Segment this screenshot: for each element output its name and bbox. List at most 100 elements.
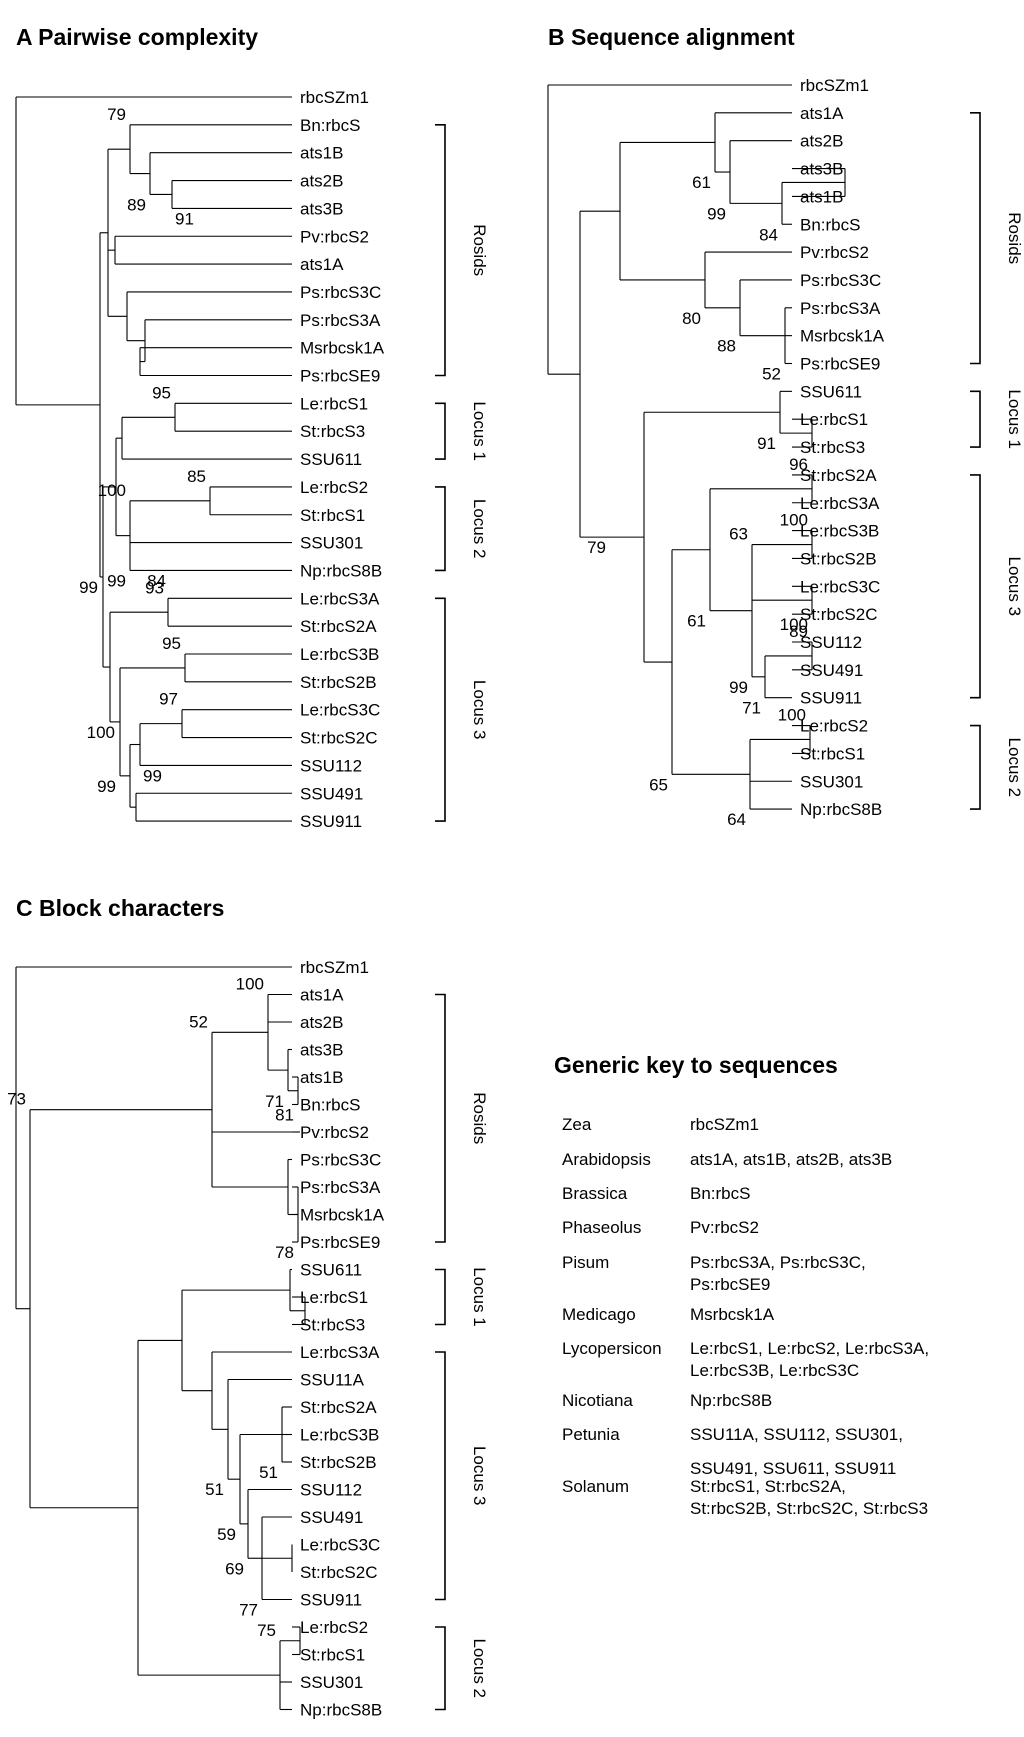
group-label: Locus 2 [470, 1638, 489, 1698]
key-sequences: St:rbcS2B, St:rbcS2C, St:rbcS3 [690, 1499, 928, 1518]
leaf-label: St:rbcS2B [300, 1453, 377, 1472]
panel-b: B Sequence alignment84996152888091961001… [547, 24, 1024, 829]
leaf-label: ats1A [300, 255, 344, 274]
bootstrap-value: 71 [742, 699, 761, 718]
key-genus: Arabidopsis [562, 1150, 651, 1169]
bootstrap-value: 80 [682, 309, 701, 328]
leaf-label: SSU112 [300, 756, 362, 775]
bootstrap-value: 52 [189, 1012, 208, 1031]
key-sequences: Ps:rbcSE9 [690, 1275, 770, 1294]
group-label: Locus 3 [1005, 557, 1024, 617]
leaf-label: ats1B [800, 187, 843, 206]
bootstrap-value: 64 [727, 810, 746, 829]
key-sequences: Np:rbcS8B [690, 1391, 772, 1410]
key-sequences: St:rbcS1, St:rbcS2A, [690, 1477, 846, 1496]
leaf-label: St:rbcS1 [800, 744, 865, 763]
leaf-label: Bn:rbcS [800, 215, 860, 234]
key-genus: Solanum [562, 1477, 629, 1496]
leaf-label: St:rbcS2A [300, 1398, 377, 1417]
key-sequences: Bn:rbcS [690, 1184, 750, 1203]
key-sequences: ats1A, ats1B, ats2B, ats3B [690, 1150, 892, 1169]
bootstrap-value: 77 [239, 1601, 258, 1620]
bootstrap-value: 100 [778, 706, 806, 725]
tree-branches: 8499615288809196100100897163996110064657… [547, 84, 846, 829]
bootstrap-value: 97 [159, 690, 178, 709]
bootstrap-value: 61 [692, 173, 711, 192]
leaf-label: Ps:rbcS3C [300, 283, 381, 302]
bootstrap-value: 99 [97, 777, 116, 796]
group-bracket [435, 1351, 446, 1601]
bootstrap-value: 79 [587, 538, 606, 557]
bootstrap-value: 78 [275, 1243, 294, 1262]
leaf-label: St:rbcS2B [300, 673, 377, 692]
bootstrap-value: 89 [127, 195, 146, 214]
leaf-label: Ps:rbcS3C [800, 271, 881, 290]
bootstrap-value: 75 [257, 1621, 276, 1640]
leaf-label: Msrbcsk1A [800, 327, 885, 346]
leaf-label: ats2B [800, 132, 843, 151]
leaf-label: St:rbcS2C [300, 1563, 377, 1582]
leaf-label: Ps:rbcS3A [800, 299, 881, 318]
key-genus: Petunia [562, 1425, 620, 1444]
leaf-label: Np:rbcS8B [300, 1701, 382, 1720]
leaf-label: Bn:rbcS [300, 116, 360, 135]
leaf-label: Ps:rbcS3C [300, 1151, 381, 1170]
bootstrap-value: 51 [205, 1480, 224, 1499]
bootstrap-value: 84 [759, 225, 778, 244]
bootstrap-value: 91 [175, 209, 194, 228]
bootstrap-value: 100 [780, 615, 808, 634]
leaf-label: rbcSZm1 [300, 88, 369, 107]
bootstrap-value: 51 [259, 1463, 278, 1482]
key-genus: Pisum [562, 1253, 609, 1272]
key-genus: Lycopersicon [562, 1339, 662, 1358]
leaf-label: Pv:rbcS2 [800, 243, 869, 262]
leaf-label: St:rbcS3 [300, 422, 365, 441]
leaf-label: Ps:rbcSE9 [300, 1233, 380, 1252]
panel-title: C Block characters [16, 895, 224, 921]
leaf-label: SSU491 [300, 1508, 363, 1527]
leaf-label: Ps:rbcSE9 [800, 355, 880, 374]
bootstrap-value: 79 [107, 105, 126, 124]
key-sequences: Ps:rbcS3A, Ps:rbcS3C, [690, 1253, 866, 1272]
bootstrap-value: 65 [649, 775, 668, 794]
leaf-label: St:rbcS2C [800, 605, 877, 624]
leaf-label: ats1A [800, 104, 844, 123]
group-label: Rosids [470, 1092, 489, 1144]
key-sequences: SSU11A, SSU112, SSU301, [690, 1425, 903, 1444]
leaf-label: ats3B [300, 1041, 343, 1060]
bootstrap-value: 99 [707, 204, 726, 223]
leaf-label: Le:rbcS3C [300, 1536, 380, 1555]
leaf-label: SSU301 [800, 772, 863, 791]
bootstrap-value: 93 [145, 578, 164, 597]
group-bracket [970, 390, 981, 448]
group-bracket [435, 1626, 446, 1711]
leaf-label: ats2B [300, 172, 343, 191]
leaf-label: SSU611 [300, 450, 362, 469]
leaf-label: St:rbcS1 [300, 506, 365, 525]
leaf-label: Le:rbcS3B [300, 645, 379, 664]
bootstrap-value: 73 [7, 1090, 26, 1109]
leaf-label: SSU491 [300, 784, 363, 803]
group-label: Rosids [1005, 212, 1024, 264]
leaf-label: Np:rbcS8B [800, 800, 882, 819]
group-bracket [435, 1268, 446, 1326]
leaf-label: Le:rbcS1 [800, 410, 868, 429]
bootstrap-value: 95 [162, 634, 181, 653]
leaf-label: St:rbcS3 [800, 438, 865, 457]
group-label: Locus 2 [470, 499, 489, 559]
leaf-label: Ps:rbcS3A [300, 1178, 381, 1197]
group-bracket [435, 402, 446, 460]
group-bracket [970, 724, 981, 810]
group-bracket [435, 124, 446, 377]
leaf-label: Le:rbcS3B [800, 522, 879, 541]
leaf-label: Le:rbcS1 [300, 1288, 368, 1307]
leaf-label: rbcSZm1 [800, 76, 869, 95]
key-sequences: Pv:rbcS2 [690, 1218, 759, 1237]
bootstrap-value: 100 [236, 975, 264, 994]
leaf-label: Le:rbcS2 [300, 1618, 368, 1637]
bootstrap-value: 59 [217, 1525, 236, 1544]
leaf-label: SSU491 [800, 661, 863, 680]
